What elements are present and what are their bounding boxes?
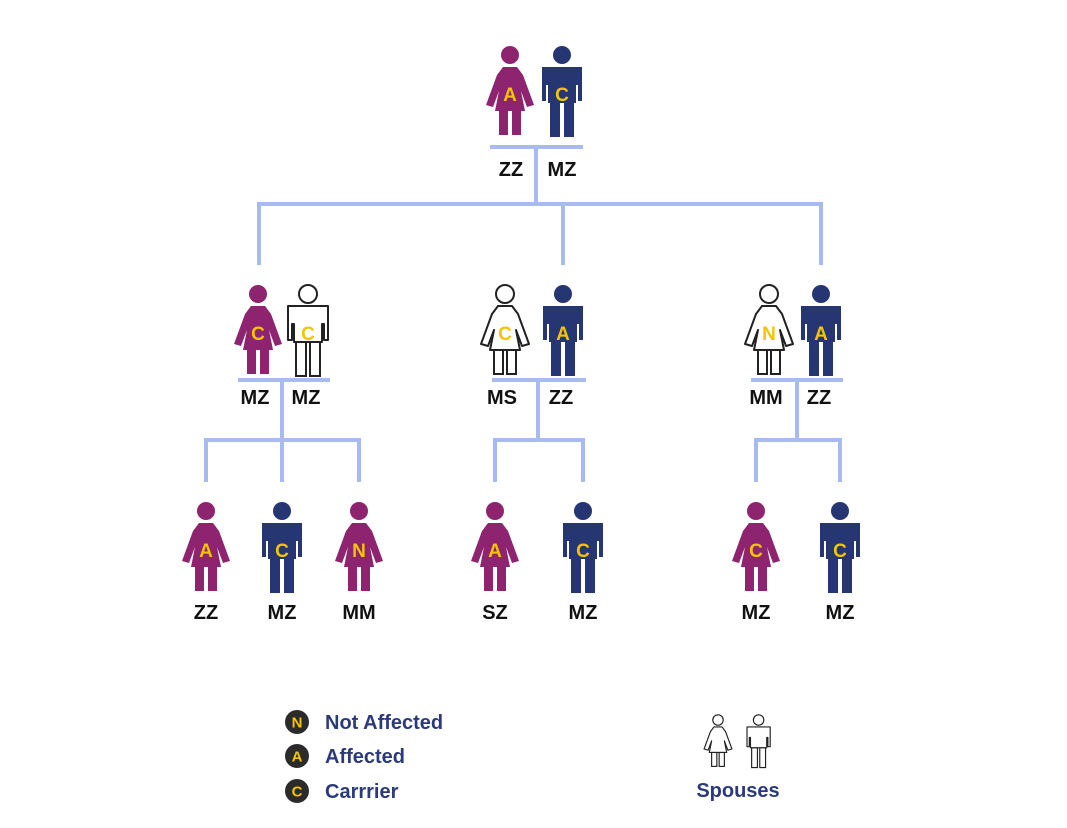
female-figure: C <box>234 285 282 374</box>
status-letter: A <box>814 324 828 345</box>
status-letter: A <box>199 541 213 562</box>
genotype-label: MZ <box>292 387 321 409</box>
status-letter: A <box>556 324 570 345</box>
status-letter: C <box>301 324 315 345</box>
status-letter: C <box>749 541 763 562</box>
status-letter: A <box>488 541 502 562</box>
status-letter: N <box>352 541 366 562</box>
status-letter: C <box>498 324 512 345</box>
genotype-label: MZ <box>268 602 297 624</box>
status-letter: C <box>251 324 265 345</box>
male-figure: A <box>801 285 841 376</box>
genotype-label: SZ <box>482 602 508 624</box>
legend-badge-letter: A <box>292 749 303 766</box>
genotype-label: MZ <box>742 602 771 624</box>
male-figure: C <box>542 46 582 137</box>
genotype-label: ZZ <box>549 387 573 409</box>
genotype-label: MM <box>342 602 375 624</box>
legend-label: Not Affected <box>325 712 443 734</box>
male-figure: C <box>262 502 302 593</box>
spouse-female-figure: C <box>480 284 530 375</box>
status-letter: C <box>833 541 847 562</box>
male-figure: C <box>820 502 860 593</box>
female-figure: A <box>182 502 230 591</box>
male-figure: C <box>563 502 603 593</box>
legend-label: Affected <box>325 746 405 768</box>
legend-badge-letter: N <box>292 715 303 732</box>
genotype-label: ZZ <box>807 387 831 409</box>
legend-badge-icon <box>285 744 309 768</box>
genotype-label: MZ <box>241 387 270 409</box>
legend-item: C Carrrier <box>285 779 399 803</box>
spouse-male-figure: C <box>287 284 329 377</box>
genotype-label: MM <box>749 387 782 409</box>
male-figure: A <box>543 285 583 376</box>
status-letter: C <box>576 541 590 562</box>
legend-badge-letter: C <box>292 784 303 801</box>
status-letter: C <box>555 85 569 106</box>
female-figure: A <box>486 46 534 135</box>
spouses-legend-label: Spouses <box>696 780 779 802</box>
status-letter: A <box>503 85 517 106</box>
genotype-label: ZZ <box>499 159 523 181</box>
genotype-label: MZ <box>569 602 598 624</box>
genotype-label: MS <box>487 387 517 409</box>
legend-item: A Affected <box>285 744 405 768</box>
female-figure: A <box>471 502 519 591</box>
status-letter: N <box>762 324 776 345</box>
genotype-label: MZ <box>548 159 577 181</box>
female-figure: C <box>732 502 780 591</box>
status-letter: C <box>275 541 289 562</box>
spouse-female-figure: N <box>744 284 794 375</box>
legend-item: N Not Affected <box>285 710 443 734</box>
legend-label: Carrrier <box>325 781 399 803</box>
legend-badge-icon <box>285 779 309 803</box>
female-figure: N <box>335 502 383 591</box>
legend-badge-icon <box>285 710 309 734</box>
genotype-label: ZZ <box>194 602 218 624</box>
spouses-icon <box>703 714 771 769</box>
genotype-label: MZ <box>826 602 855 624</box>
